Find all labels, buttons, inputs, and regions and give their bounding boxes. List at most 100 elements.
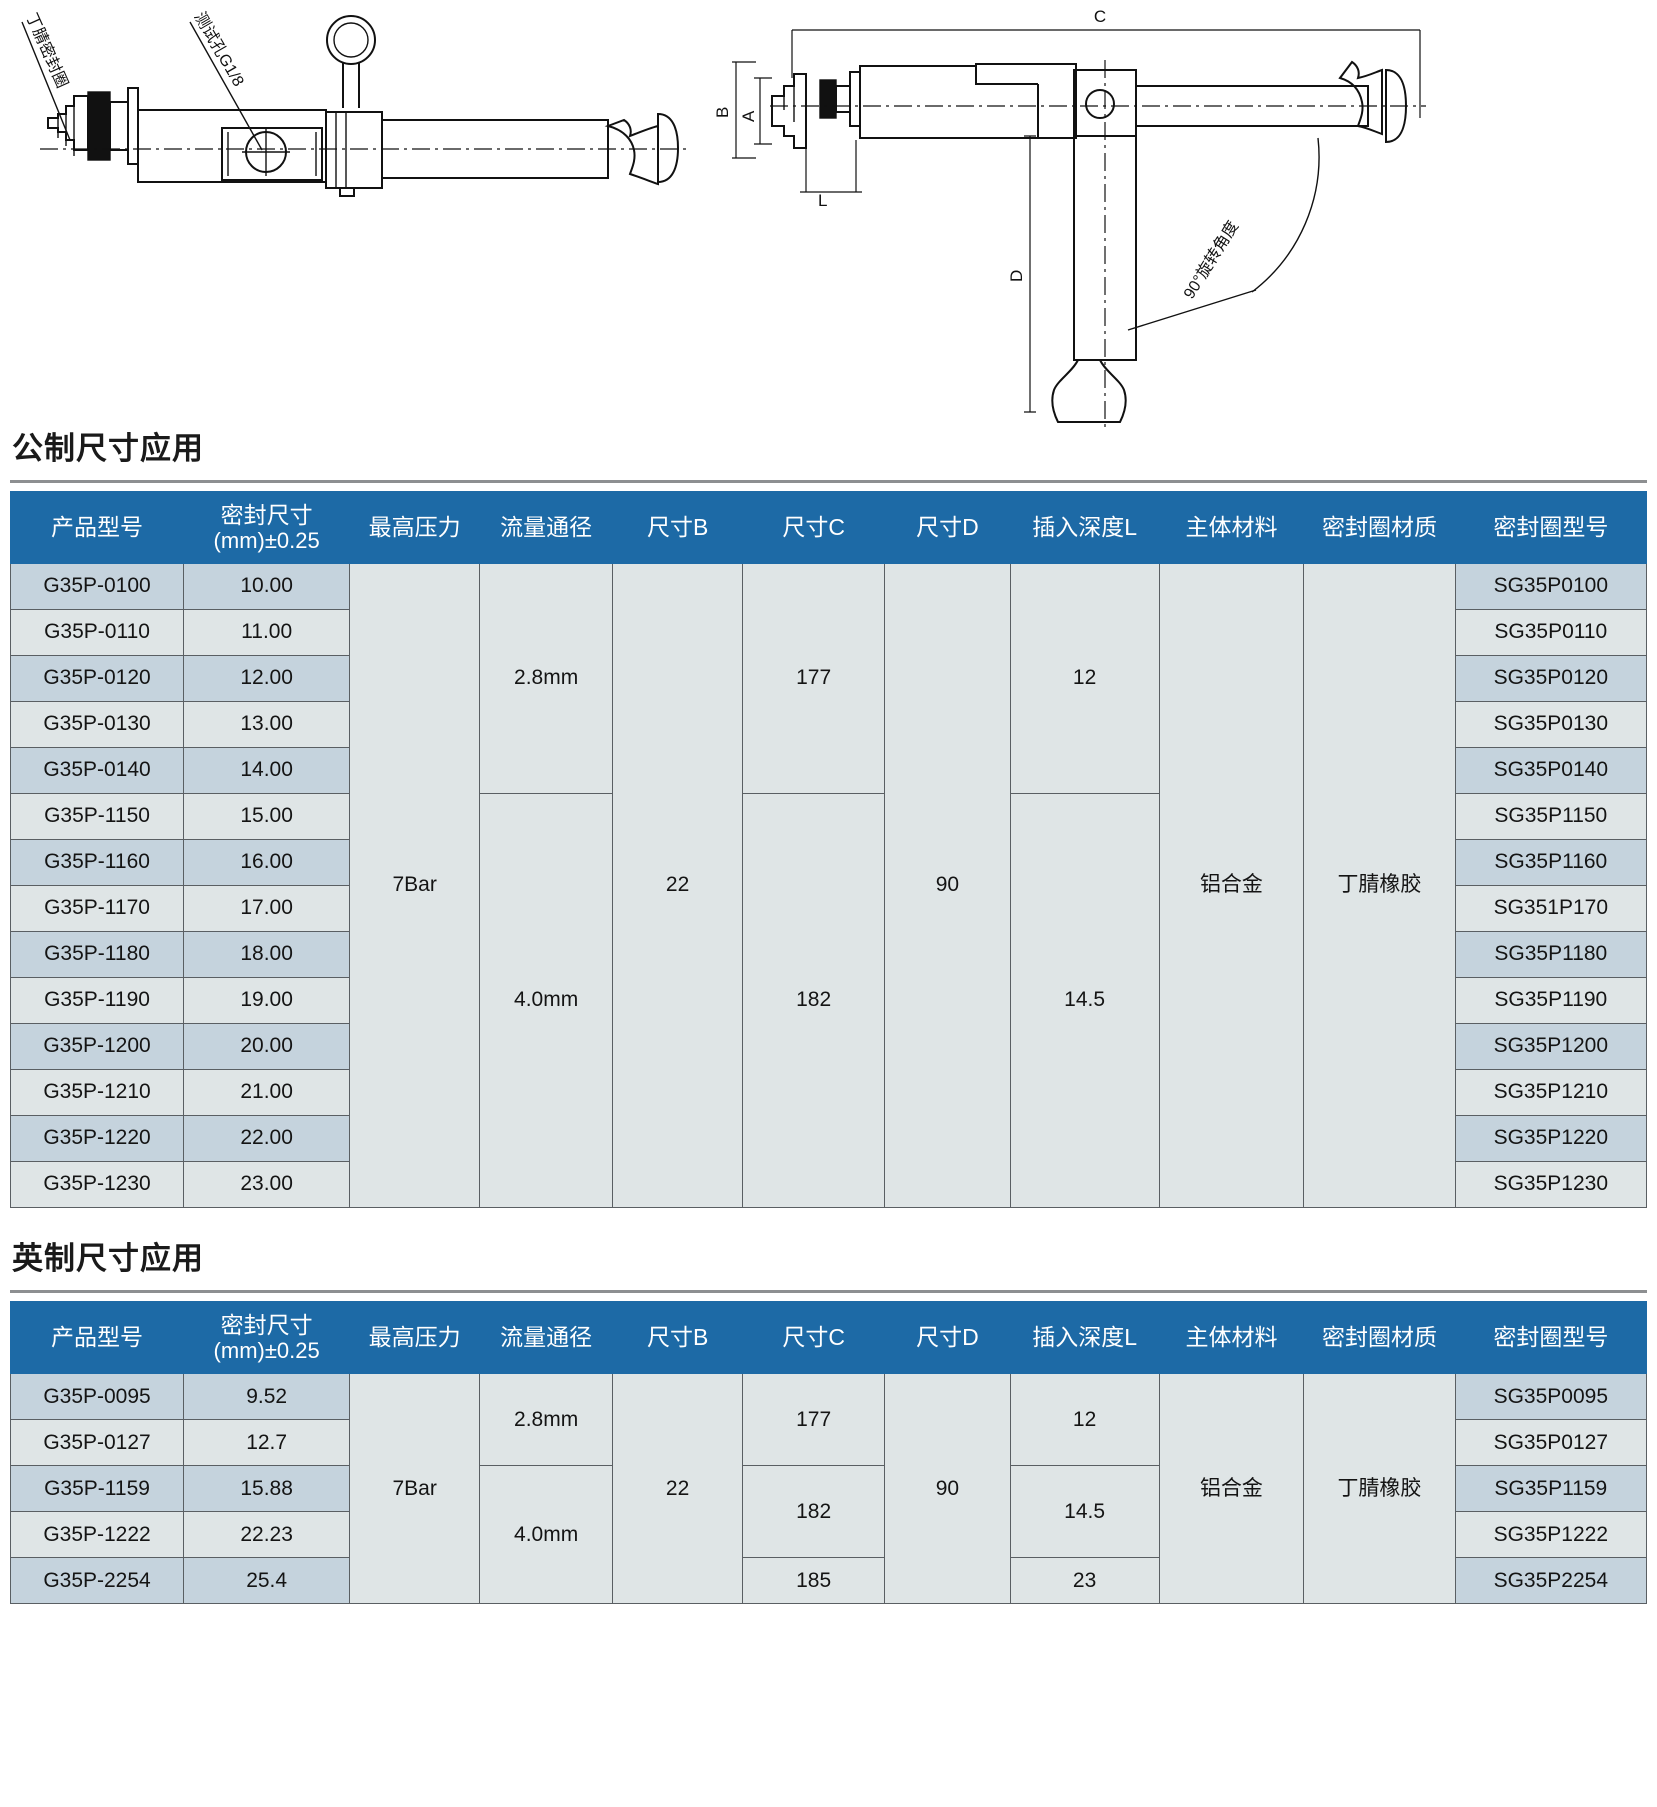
- cell-model: G35P-1180: [9, 931, 185, 979]
- table-row: G35P-0130 13.00 SG35P0130: [9, 701, 1648, 749]
- th-seal-size: 密封尺寸 (mm)±0.25: [183, 491, 351, 565]
- section-handle: [1338, 60, 1383, 136]
- cell-seal-size: 14.00: [183, 747, 351, 795]
- handle-knob: [657, 112, 680, 184]
- pull-ring-inner: [333, 22, 369, 58]
- lever-arm: [1073, 135, 1137, 361]
- cell-insert-depth-1: 12: [1009, 563, 1160, 795]
- sleeve: [325, 111, 383, 189]
- th-body-material-text: 主体材料: [1185, 1324, 1278, 1351]
- th-model: 产品型号: [9, 491, 185, 565]
- cell-model: G35P-1210: [9, 1069, 185, 1117]
- th-dim-b-text: 尺寸B: [646, 514, 709, 541]
- th-model-text: 产品型号: [51, 514, 144, 541]
- cell-model: G35P-1160: [9, 839, 185, 887]
- cell-insert-depth-2: 14.5: [1009, 793, 1160, 1209]
- cell-oring-model: SG35P1200: [1454, 1023, 1648, 1071]
- table-row: G35P-1170 17.00 SG351P170: [9, 885, 1648, 933]
- th-flow-bore: 流量通径: [479, 1301, 614, 1375]
- imperial-spec-table: 产品型号 密封尺寸 (mm)±0.25 最高压力 流量通径 尺寸B: [9, 1301, 1648, 1605]
- dim-a-label: A: [739, 110, 758, 122]
- th-oring-model-text: 密封圈型号: [1493, 1324, 1609, 1351]
- th-dim-c-text: 尺寸C: [782, 514, 845, 541]
- th-oring-material: 密封圈材质: [1303, 491, 1456, 565]
- cell-oring-model: SG35P1220: [1454, 1115, 1648, 1163]
- seal-grooves: [57, 96, 75, 156]
- cell-model: G35P-1200: [9, 1023, 185, 1071]
- pivot-hole: [1085, 89, 1115, 119]
- cell-dim-c-3: 185: [741, 1557, 886, 1605]
- cell-model: G35P-2254: [9, 1557, 185, 1605]
- table-row: G35P-0095 9.52 7Bar 2.8mm 22 177 90 12 铝…: [9, 1373, 1648, 1605]
- section-shaft: [835, 85, 851, 113]
- cell-oring-model: SG35P1190: [1454, 977, 1648, 1025]
- cell-seal-size: 22.00: [183, 1115, 351, 1163]
- cell-oring-model: SG35P0140: [1454, 747, 1648, 795]
- th-max-pressure: 最高压力: [349, 491, 481, 565]
- th-model: 产品型号: [9, 1301, 185, 1375]
- th-max-pressure-text: 最高压力: [368, 1324, 461, 1351]
- cell-oring-model: SG35P1222: [1454, 1511, 1648, 1559]
- th-dim-d: 尺寸D: [884, 491, 1011, 565]
- label-seal-ring: 丁腈密封圈: [22, 10, 71, 90]
- dim-b-label: B: [713, 107, 732, 118]
- metric-header-row: 产品型号 密封尺寸 (mm)±0.25 最高压力 流量通径 尺寸B: [9, 491, 1648, 565]
- cell-model: G35P-1220: [9, 1115, 185, 1163]
- cell-model: G35P-1230: [9, 1161, 185, 1209]
- cell-oring-model: SG35P0095: [1454, 1373, 1648, 1421]
- table-row: G35P-1200 20.00 SG35P1200: [9, 1023, 1648, 1071]
- cell-insert-depth-2: 14.5: [1009, 1465, 1160, 1559]
- th-seal-size: 密封尺寸 (mm)±0.25: [183, 1301, 351, 1375]
- cell-seal-size: 15.88: [183, 1465, 351, 1513]
- cell-seal-size: 9.52: [183, 1373, 351, 1421]
- section-collar: [819, 79, 837, 119]
- dim-d-label: D: [1007, 270, 1026, 282]
- dim-d-line: [1024, 135, 1036, 413]
- sleeve-rings: [335, 112, 347, 188]
- section-body: [859, 63, 1077, 139]
- section-title-metric: 公制尺寸应用: [12, 431, 204, 466]
- dim-c-label: C: [1094, 7, 1106, 26]
- th-oring-model: 密封圈型号: [1454, 1301, 1648, 1375]
- cell-body-material: 铝合金: [1158, 563, 1305, 1209]
- cell-insert-depth-1: 12: [1009, 1373, 1160, 1467]
- rotation-leader: [1127, 289, 1257, 331]
- table-row: G35P-1220 22.00 SG35P1220: [9, 1115, 1648, 1163]
- cell-max-pressure: 7Bar: [349, 563, 481, 1209]
- drawings-svg: .ln { fill:none; stroke:#111; stroke-wid…: [21, 7, 1426, 428]
- cell-dim-b: 22: [612, 563, 743, 1209]
- cell-model: G35P-0130: [9, 701, 185, 749]
- cell-dim-d: 90: [884, 1373, 1011, 1605]
- handle-profile: [604, 118, 659, 186]
- section-nipple: [771, 73, 807, 149]
- lever-handle: [1051, 359, 1127, 423]
- cell-seal-size: 13.00: [183, 701, 351, 749]
- cell-model: G35P-1190: [9, 977, 185, 1025]
- cell-flow-bore-1: 2.8mm: [479, 1373, 614, 1467]
- cell-model: G35P-0100: [9, 563, 185, 611]
- shaft-small: [109, 101, 129, 151]
- cell-oring-model: SG35P1210: [1454, 1069, 1648, 1117]
- cell-seal-size: 16.00: [183, 839, 351, 887]
- cell-model: G35P-1170: [9, 885, 185, 933]
- table-row: G35P-0140 14.00 SG35P0140: [9, 747, 1648, 795]
- table-row: G35P-1230 23.00 SG35P1230: [9, 1161, 1648, 1209]
- label-rotation-angle: 90°旋转角度: [1180, 218, 1242, 302]
- cell-seal-size: 20.00: [183, 1023, 351, 1071]
- cell-oring-model: SG35P2254: [1454, 1557, 1648, 1605]
- imperial-header-row: 产品型号 密封尺寸 (mm)±0.25 最高压力 流量通径 尺寸B: [9, 1301, 1648, 1375]
- cell-model: G35P-1159: [9, 1465, 185, 1513]
- section-rule-metric: [10, 480, 1647, 484]
- cell-flow-bore-2: 4.0mm: [479, 1465, 614, 1605]
- long-rod: [381, 119, 609, 179]
- th-insert-depth: 插入深度L: [1009, 491, 1160, 565]
- dim-a-line: [754, 77, 772, 145]
- th-flow-bore-text: 流量通径: [500, 1324, 593, 1351]
- table-row: G35P-1210 21.00 SG35P1210: [9, 1069, 1648, 1117]
- cell-oring-model: SG35P1159: [1454, 1465, 1648, 1513]
- th-max-pressure: 最高压力: [349, 1301, 481, 1375]
- th-dim-d: 尺寸D: [884, 1301, 1011, 1375]
- th-oring-model: 密封圈型号: [1454, 491, 1648, 565]
- cell-seal-size: 11.00: [183, 609, 351, 657]
